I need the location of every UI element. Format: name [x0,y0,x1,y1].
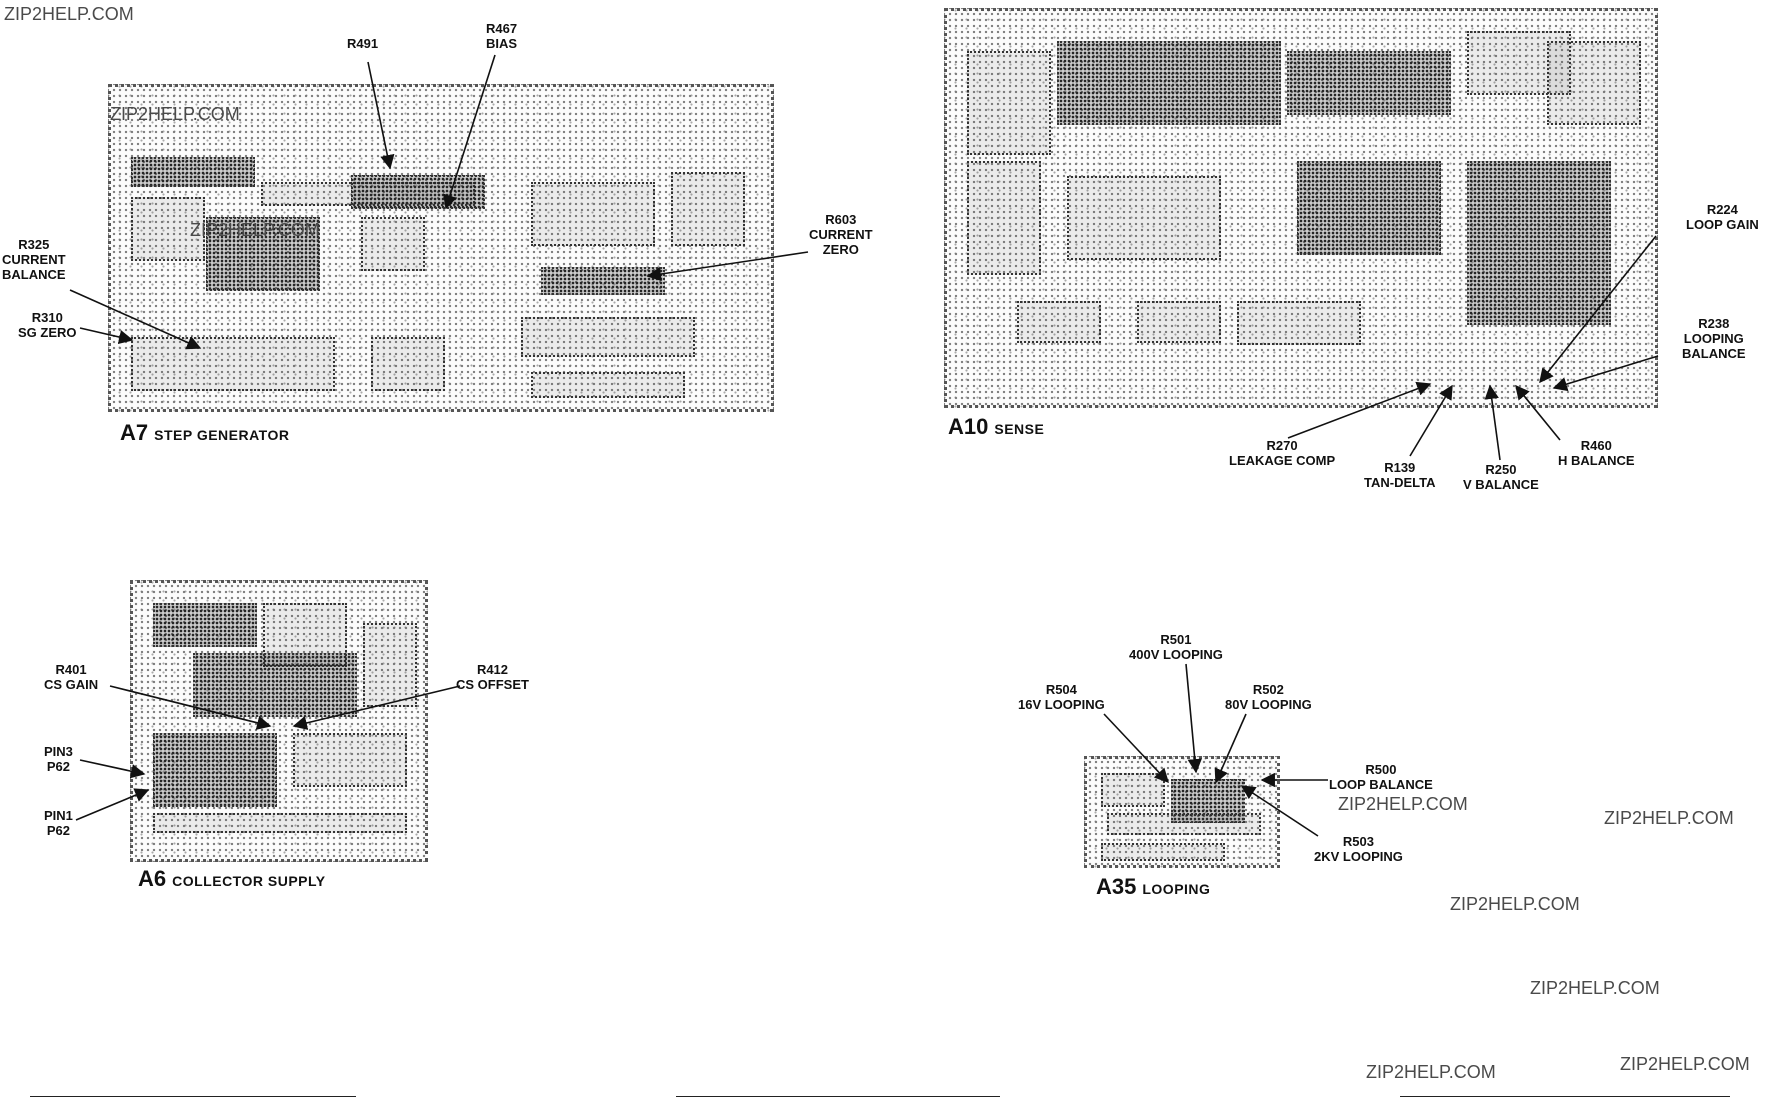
footer-rule [676,1096,1000,1097]
callout-r502: R502 80V LOOPING [1225,682,1312,712]
board-a6-collector-supply [130,580,428,862]
callout-r504: R504 16V LOOPING [1018,682,1105,712]
callout-r139: R139 TAN-DELTA [1364,460,1436,490]
board-name: COLLECTOR SUPPLY [172,873,326,889]
callout-r325: R325 CURRENT BALANCE [2,237,66,282]
callout-r603: R603 CURRENT ZERO [809,212,873,257]
watermark-text: ZIP2HELP.COM [1338,794,1468,814]
callout-r250: R250 V BALANCE [1463,462,1539,492]
board-a7-title: A7 STEP GENERATOR [120,420,289,446]
callout-r270: R270 LEAKAGE COMP [1229,438,1336,468]
callout-r401: R401 CS GAIN [44,662,99,692]
board-code: A6 [138,866,167,891]
watermark-text: ZIP2HELP.COM [110,104,240,124]
callout-r238: R238 LOOPING BALANCE [1682,316,1746,361]
board-code: A10 [948,414,989,439]
board-a7-step-generator [108,84,774,412]
callout-r501: R501 400V LOOPING [1129,632,1223,662]
footer-rule [30,1096,356,1097]
board-code: A7 [120,420,149,445]
watermark-text: ZIP2HELP.COM [1450,894,1580,914]
callout-r467: R467 BIAS [486,21,518,51]
board-name: STEP GENERATOR [154,427,290,443]
callout-pin1: PIN1 P62 [44,808,73,838]
board-a35-title: A35 LOOPING [1096,874,1210,900]
watermark-text: ZIP2HELP.COM [1530,978,1660,998]
watermark-text: ZIP2HELP.COM [4,4,134,24]
callout-r500: R500 LOOP BALANCE [1329,762,1433,792]
board-a35-looping [1084,756,1280,868]
board-name: SENSE [994,421,1045,437]
callout-r310: R310 SG ZERO [18,310,77,340]
callout-r224: R224 LOOP GAIN [1686,202,1759,232]
board-a10-title: A10 SENSE [948,414,1044,440]
board-code: A35 [1096,874,1137,899]
watermark-text: ZIP2HELP.COM [190,220,320,240]
callout-r503: R503 2KV LOOPING [1314,834,1403,864]
watermark-text: ZIP2HELP.COM [1604,808,1734,828]
watermark-text: ZIP2HELP.COM [1620,1054,1750,1074]
board-a6-title: A6 COLLECTOR SUPPLY [138,866,326,892]
watermark-text: ZIP2HELP.COM [1366,1062,1496,1082]
callout-r412: R412 CS OFFSET [456,662,529,692]
callout-pin3: PIN3 P62 [44,744,73,774]
callout-r460: R460 H BALANCE [1558,438,1635,468]
footer-rule [1400,1096,1730,1097]
board-name: LOOPING [1142,881,1211,897]
callout-r491: R491 [347,36,379,51]
board-a10-sense [944,8,1658,408]
